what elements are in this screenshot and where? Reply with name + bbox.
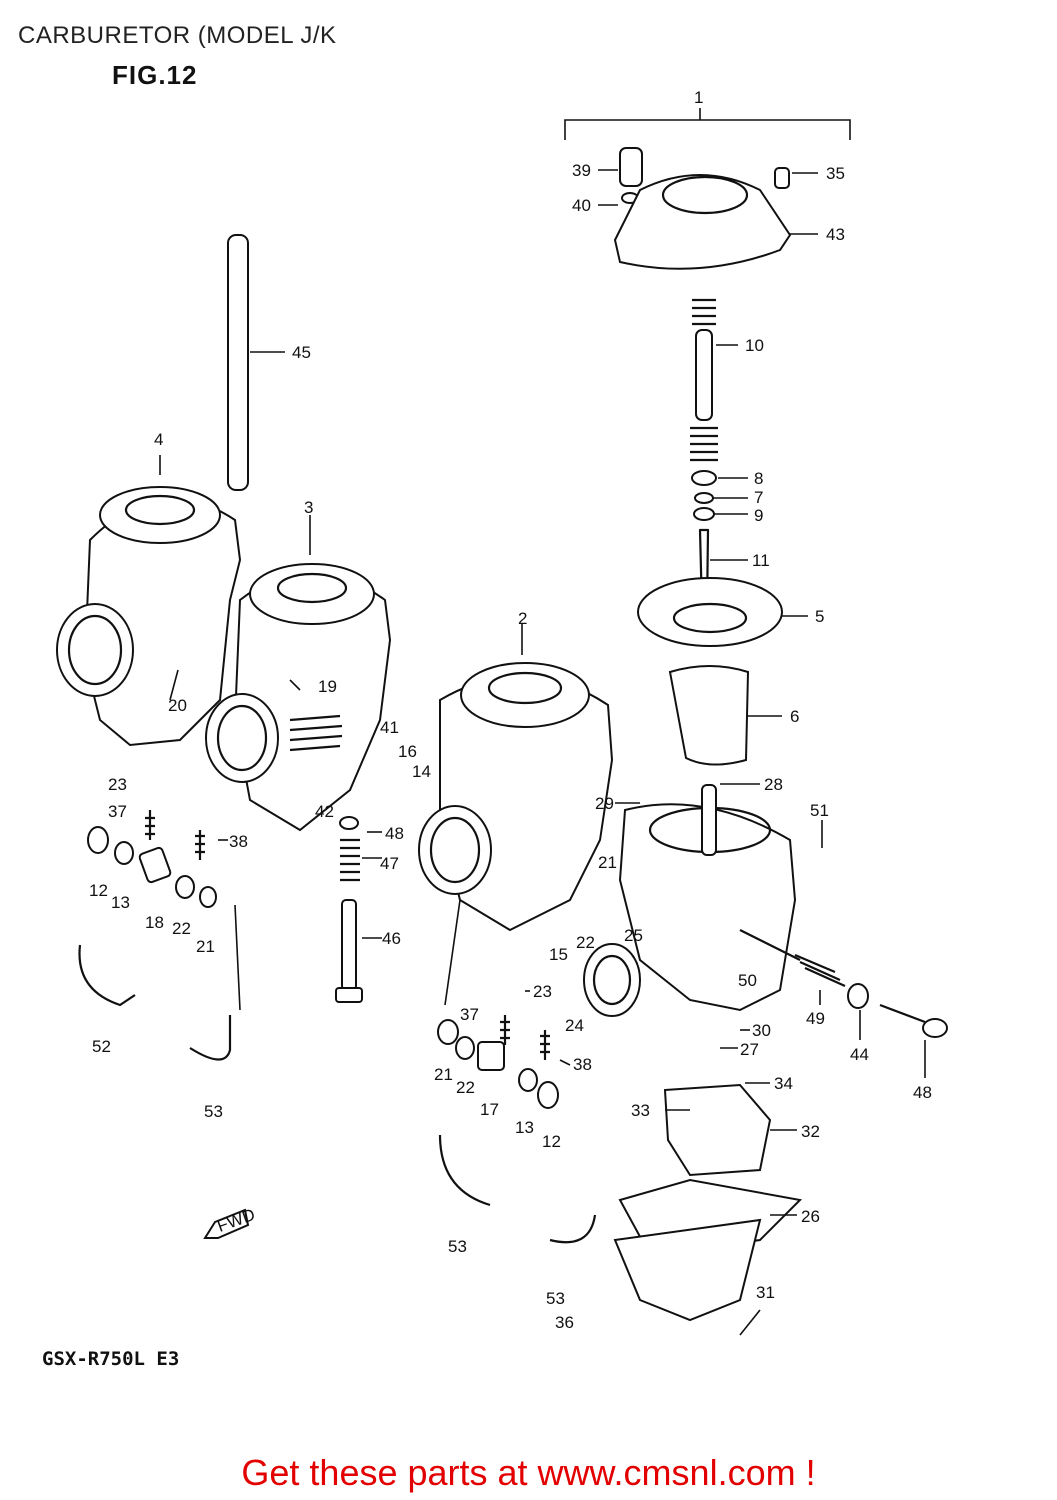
callout-53d: 53 [546, 1289, 565, 1308]
part-adjuster-screw[interactable] [739, 929, 948, 1038]
part-hose-c[interactable] [438, 1134, 491, 1207]
callout-17: 17 [480, 1100, 499, 1119]
callout-48: 48 [385, 824, 404, 843]
part-diaphragm[interactable] [637, 577, 783, 766]
callout-44: 44 [850, 1045, 869, 1064]
callout-51: 50 [738, 971, 757, 990]
part-small-fittings-left[interactable] [87, 810, 217, 908]
callout-25: 25 [624, 926, 643, 945]
part-hose-b[interactable] [189, 1015, 232, 1061]
callout-38b: 38 [573, 1055, 592, 1074]
callout-21a: 21 [196, 937, 215, 956]
assembly-bracket [564, 108, 851, 140]
callout-22a: 22 [172, 919, 191, 938]
part-hose-a[interactable] [78, 944, 136, 1007]
callout-46: 46 [382, 929, 401, 948]
callout-3: 3 [304, 498, 313, 517]
callout-36: 36 [555, 1313, 574, 1332]
callout-27: 27 [740, 1040, 759, 1059]
callout-45: 45 [292, 343, 311, 362]
callout-labels: 1 39 40 35 43 45 10 8 7 9 11 5 6 4 3 2 1… [89, 88, 932, 1332]
callout-53c: 53 [448, 1237, 467, 1256]
figure-label: FIG.12 [112, 60, 198, 90]
callout-20: 20 [168, 696, 187, 715]
callout-19: 19 [318, 677, 337, 696]
callout-6: 6 [790, 707, 799, 726]
callout-23a: 23 [108, 775, 127, 794]
callout-10: 10 [745, 336, 764, 355]
callout-18: 18 [145, 913, 164, 932]
part-carburetor-1-body[interactable] [583, 784, 797, 1017]
callout-39: 39 [572, 161, 591, 180]
part-needle-stack[interactable] [690, 298, 718, 612]
callout-12b: 12 [542, 1132, 561, 1151]
callout-15: 15 [549, 945, 568, 964]
callout-11: 11 [752, 551, 770, 570]
callout-40: 40 [572, 196, 591, 215]
callout-41: 41 [380, 718, 399, 737]
callout-37b: 37 [460, 1005, 479, 1024]
callout-8: 8 [754, 469, 763, 488]
callout-47: 47 [380, 854, 399, 873]
svg-text:FWD: FWD [215, 1205, 258, 1236]
parts-diagram: FWD [56, 88, 948, 1336]
part-hose-d[interactable] [549, 1214, 597, 1244]
callout-38a: 38 [229, 832, 248, 851]
callout-7: 7 [754, 488, 763, 507]
callout-24: 24 [565, 1016, 584, 1035]
part-float-bowl[interactable] [613, 1083, 803, 1322]
part-carburetor-4[interactable] [56, 486, 242, 747]
callout-13b: 13 [515, 1118, 534, 1137]
fwd-arrow-icon: FWD [203, 1205, 258, 1239]
part-small-fittings-center[interactable] [437, 1015, 559, 1109]
callout-31: 31 [756, 1283, 775, 1302]
callout-4: 4 [154, 430, 163, 449]
callout-13a: 13 [111, 893, 130, 912]
callout-52: 51 [810, 801, 829, 820]
callout-16: 16 [398, 742, 417, 761]
callout-37a: 37 [108, 802, 127, 821]
callout-53b: 53 [204, 1102, 223, 1121]
part-throttle-screw[interactable] [335, 816, 363, 1003]
page-title: CARBURETOR (MODEL J/K [18, 22, 337, 49]
callout-23b: 23 [533, 982, 552, 1001]
callout-50: 49 [806, 1009, 825, 1028]
model-code: GSX-R750L E3 [42, 1348, 180, 1370]
callout-2: 2 [518, 609, 527, 628]
part-carburetor-3[interactable] [205, 563, 392, 832]
callout-35: 35 [826, 164, 845, 183]
callout-33: 33 [631, 1101, 650, 1120]
part-top-cap[interactable] [613, 147, 792, 270]
callout-14: 14 [412, 762, 431, 781]
callout-53a: 52 [92, 1037, 111, 1056]
callout-26: 26 [801, 1207, 820, 1226]
footer-link[interactable]: Get these parts at www.cmsnl.com ! [241, 1452, 816, 1493]
callout-22b: 22 [576, 933, 595, 952]
callout-22c: 22 [456, 1078, 475, 1097]
callout-34: 34 [774, 1074, 793, 1093]
callout-28: 28 [764, 775, 783, 794]
callout-21c: 21 [434, 1065, 453, 1084]
callout-49: 48 [913, 1083, 932, 1102]
part-rod-45[interactable] [227, 234, 249, 491]
callout-43: 43 [826, 225, 845, 244]
callout-5: 5 [815, 607, 824, 626]
callout-42: 42 [315, 802, 334, 821]
callout-32: 32 [801, 1122, 820, 1141]
callout-30: 30 [752, 1021, 771, 1040]
leader-lines [159, 169, 926, 1336]
callout-29: 29 [595, 794, 614, 813]
callout-21b: 21 [598, 853, 617, 872]
callout-1: 1 [694, 88, 703, 107]
part-carburetor-2[interactable] [418, 662, 614, 932]
callout-9: 9 [754, 506, 763, 525]
callout-12a: 12 [89, 881, 108, 900]
